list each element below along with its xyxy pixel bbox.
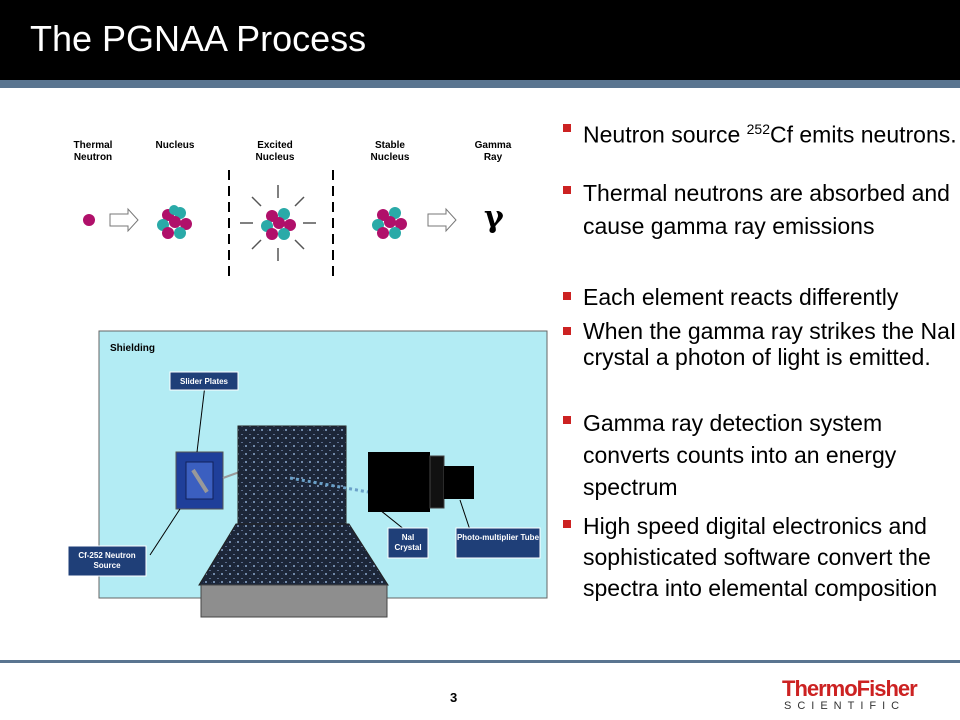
thermo-fisher-logo: ThermoFisher SCIENTIFIC	[782, 676, 918, 712]
nai-crystal-label: NaI Crystal	[394, 533, 422, 552]
bullet-gamma-strikes: When the gamma ray strikes the NaI cryst…	[563, 318, 960, 370]
stage-label-stable-nucleus: Stable Nucleus	[370, 140, 410, 163]
stage-label-gamma-ray: Gamma Ray	[474, 140, 512, 163]
pmt-callout	[455, 527, 541, 559]
bullet-icon	[563, 520, 571, 528]
excited-nucleus-core	[261, 208, 296, 240]
bullet-icon	[563, 186, 571, 194]
slide-title: The PGNAA Process	[30, 18, 367, 59]
nucleus-icon	[157, 205, 192, 239]
source-callout	[67, 545, 147, 577]
bullet-icon	[563, 416, 571, 424]
source-label: Cf-252 Neutron Source	[78, 551, 136, 570]
gamma-symbol: γ	[484, 200, 504, 235]
title-bar: The PGNAA Process	[0, 0, 960, 80]
pmt-label: Photo-multiplier Tube	[456, 533, 540, 542]
bullet-icon	[563, 124, 571, 132]
slider-plates-callout	[169, 371, 239, 391]
footer-rule	[0, 660, 960, 663]
bullet-each-element: Each element reacts differently	[563, 283, 960, 312]
stage-label-thermal-neutron: Thermal Neutron	[73, 140, 113, 163]
stage-label-excited-nucleus: Excited Nucleus	[255, 140, 295, 163]
bullet-neutron-source: Neutron source 252Cf emits neutrons.	[563, 115, 960, 150]
bullet-icon	[563, 327, 571, 335]
bullet-thermal-neutrons: Thermal neutrons are absorbed and cause …	[563, 177, 960, 243]
arrow-icon	[427, 207, 457, 233]
page-number: 3	[450, 690, 458, 705]
bullet-icon	[563, 292, 571, 300]
shielding-label: Shielding	[110, 343, 155, 354]
bullet-electronics: High speed digital electronics and sophi…	[563, 511, 960, 604]
arrow-icon	[109, 207, 139, 233]
nai-callout	[387, 527, 429, 559]
excited-nucleus-icon	[240, 185, 316, 261]
slider-plates-label: Slider Plates	[179, 377, 229, 386]
stable-nucleus-icon	[372, 207, 407, 239]
thermal-neutron-icon	[83, 214, 95, 226]
stage-label-nucleus: Nucleus	[155, 140, 195, 151]
bullet-detection-system: Gamma ray detection system converts coun…	[563, 407, 960, 503]
title-rule	[0, 80, 960, 88]
